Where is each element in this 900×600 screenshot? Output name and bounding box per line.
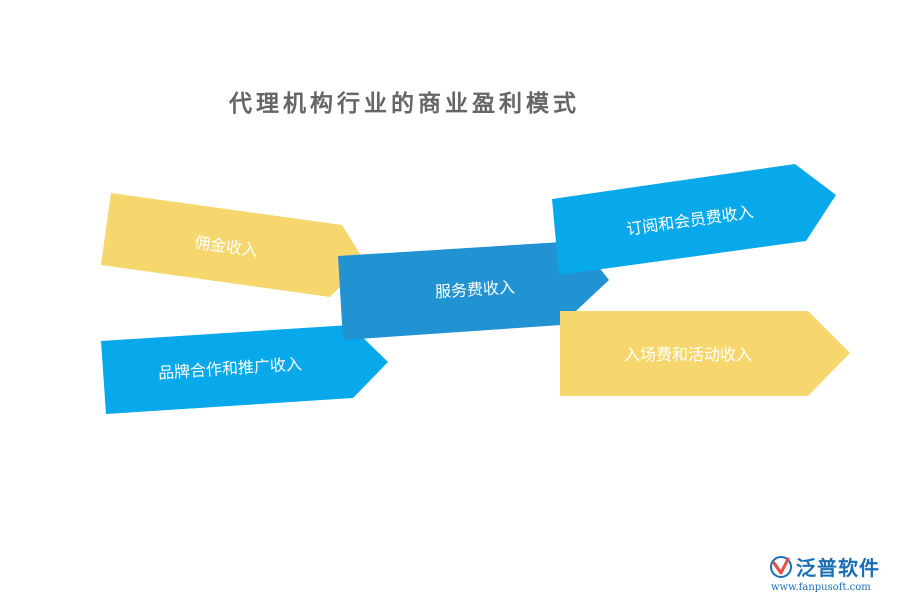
arrow-commission-shape — [101, 193, 365, 297]
arrow-subscription: 订阅和会员费收入 — [552, 164, 836, 275]
arrow-events: 入场费和活动收入 — [560, 311, 850, 396]
arrow-brand-shape — [101, 325, 388, 414]
logo-name: 泛普软件 — [796, 556, 880, 580]
fanpu-logo-icon — [770, 556, 792, 578]
logo-url: www.fanpusoft.com — [771, 582, 871, 593]
arrow-service-shape — [338, 241, 609, 340]
arrow-subscription-shape — [552, 164, 836, 275]
arrow-events-label: 入场费和活动收入 — [624, 345, 752, 364]
diagram-title: 代理机构行业的商业盈利模式 — [229, 91, 580, 117]
arrow-commission: 佣金收入 — [101, 193, 365, 297]
arrow-brand: 品牌合作和推广收入 — [101, 325, 388, 414]
brand-logo: 泛普软件 www.fanpusoft.com — [768, 551, 898, 596]
arrow-service-label: 服务费收入 — [434, 278, 515, 302]
arrow-events-shape — [560, 311, 850, 396]
arrow-service: 服务费收入 — [338, 241, 609, 340]
